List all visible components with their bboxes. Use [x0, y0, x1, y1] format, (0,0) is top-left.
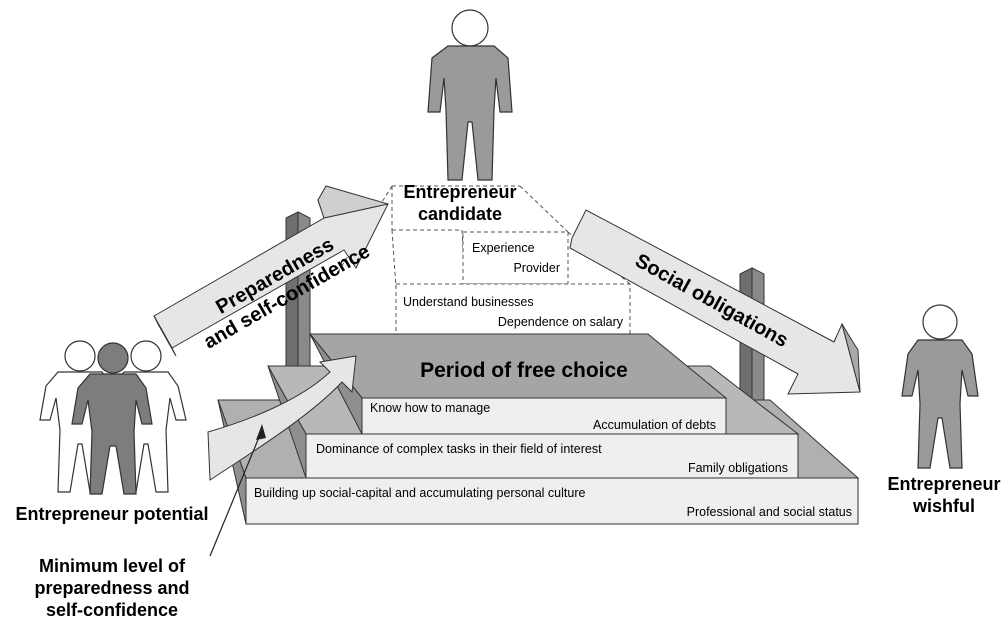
provider-label: Provider: [513, 261, 560, 275]
experience-box: Experience Provider: [462, 231, 569, 285]
preparedness-arrow: [153, 185, 389, 357]
potential-figures: [39, 340, 187, 495]
step-top-face: [361, 397, 727, 435]
minimum-line3: self-confidence: [46, 600, 178, 618]
step2-left: Dominance of complex tasks in their fiel…: [316, 442, 602, 456]
social-obligations-label: Social obligations: [631, 250, 791, 352]
minimum-pointer: [209, 429, 263, 557]
wishful-figure: [901, 304, 979, 469]
minimum-line2: preparedness and: [34, 578, 189, 598]
step1-left: Know how to manage: [370, 401, 490, 415]
step2-right: Family obligations: [688, 461, 788, 475]
candidate-label-line1: Entrepreneur: [403, 182, 516, 202]
wishful-label-line2: wishful: [912, 496, 975, 516]
staircase: [217, 333, 860, 525]
understand-label: Understand businesses: [403, 295, 534, 309]
step-bottom-face: [245, 477, 859, 525]
experience-label: Experience: [472, 241, 535, 255]
candidate-label-line2: candidate: [418, 204, 502, 224]
minimum-pointer-head: [256, 424, 266, 440]
wishful-label-line1: Entrepreneur: [887, 474, 1000, 494]
potential-label: Entrepreneur potential: [15, 504, 208, 524]
social-obligations-arrow: [569, 209, 861, 395]
step-middle-face: [305, 433, 799, 479]
plateau-title: Period of free choice: [420, 359, 628, 382]
step1-right: Accumulation of debts: [593, 418, 716, 432]
minimum-line1: Minimum level of: [39, 556, 186, 576]
dependence-label: Dependence on salary: [498, 315, 624, 329]
step3-right: Professional and social status: [687, 505, 852, 519]
understand-box: Understand businesses Dependence on sala…: [395, 283, 631, 337]
step3-left: Building up social-capital and accumulat…: [254, 486, 585, 500]
candidate-figure: [427, 9, 513, 181]
